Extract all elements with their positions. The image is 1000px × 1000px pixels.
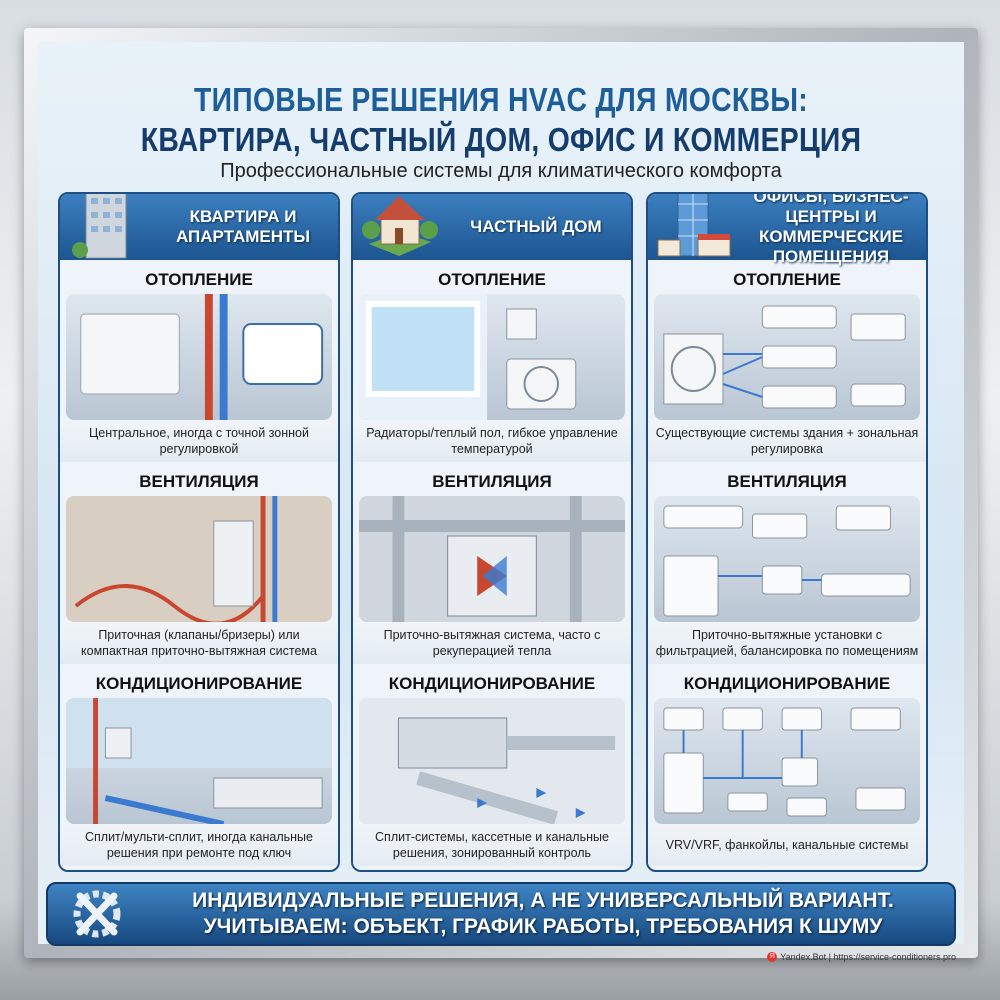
section-heading-ventilation: ВЕНТИЛЯЦИЯ [139,472,259,491]
section-caption: Приточно-вытяжная система, часто с рекуп… [353,622,631,664]
section-caption: Центральное, иногда с точной зонной регу… [60,420,338,462]
office-building-icon [657,194,731,257]
yandex-logo-icon: Я [767,952,778,962]
column-header: КВАРТИРА И АПАРТАМЕНТЫ [60,194,338,260]
title-line-2: КВАРТИРА, ЧАСТНЫЙ ДОМ, ОФИС И КОММЕРЦИЯ [140,121,862,158]
poster: ТИПОВЫЕ РЕШЕНИЯ HVAC ДЛЯ МОСКВЫ: КВАРТИР… [38,42,964,962]
section-heading-heating: ОТОПЛЕНИЕ [733,270,841,289]
apartment-building-icon [72,194,127,259]
column-title: ЧАСТНЫЙ ДОМ [470,217,602,236]
column-header: ОФИСЫ, БИЗНЕС-ЦЕНТРЫ И КОММЕРЧЕСКИЕ ПОМЕ… [648,194,926,266]
summary-banner: ИНДИВИДУАЛЬНЫЕ РЕШЕНИЯ, А НЕ УНИВЕРСАЛЬН… [46,882,956,946]
section-heading-ventilation: ВЕНТИЛЯЦИЯ [432,472,552,491]
column-title: ОФИСЫ, БИЗНЕС-ЦЕНТРЫ И КОММЕРЧЕСКИЕ ПОМЕ… [753,192,909,266]
column-title: КВАРТИРА И АПАРТАМЕНТЫ [175,207,311,246]
section-heading-air-conditioning: КОНДИЦИОНИРОВАНИЕ [95,674,303,693]
banner-line-1: ИНДИВИДУАЛЬНЫЕ РЕШЕНИЯ, А НЕ УНИВЕРСАЛЬН… [192,889,894,912]
ventilation-illustration [359,496,625,622]
banner-line-2: УЧИТЫВАЕМ: ОБЪЕКТ, ГРАФИК РАБОТЫ, ТРЕБОВ… [203,915,883,938]
section-caption: Приточная (клапаны/бризеры) или компактн… [60,622,338,664]
section-caption: Приточно-вытяжные установки с фильтрацие… [648,622,926,664]
title-line-1: ТИПОВЫЕ РЕШЕНИЯ HVAC ДЛЯ МОСКВЫ: [194,81,808,118]
air-conditioning-illustration [654,698,920,824]
section-caption: Радиаторы/теплый пол, гибкое управление … [353,420,631,462]
column-2: ЧАСТНЫЙ ДОМ ОТОПЛЕНИЕ Радиаторы/теплый п… [351,192,633,872]
air-conditioning-illustration [66,698,332,824]
credit: Я Yandex.Bot | https://service-condition… [767,952,956,962]
section-heading-air-conditioning: КОНДИЦИОНИРОВАНИЕ [388,674,596,693]
wrench-gear-icon [73,890,121,938]
poster-title: ТИПОВЫЕ РЕШЕНИЯ HVAC ДЛЯ МОСКВЫ: КВАРТИР… [103,80,899,160]
air-conditioning-illustration [359,698,625,824]
section-heading-heating: ОТОПЛЕНИЕ [145,270,253,289]
column-1: КВАРТИРА И АПАРТАМЕНТЫ ОТОПЛЕНИЕ Централ… [58,192,340,872]
column-header: ЧАСТНЫЙ ДОМ [353,194,631,260]
ventilation-illustration [66,496,332,622]
section-heading-ventilation: ВЕНТИЛЯЦИЯ [727,472,847,491]
heating-illustration [359,294,625,420]
ventilation-illustration [654,496,920,622]
heating-illustration [66,294,332,420]
subtitle: Профессиональные системы для климатическ… [220,160,782,182]
heating-illustration [654,294,920,420]
house-icon [362,196,438,256]
section-caption: Сплит-системы, кассетные и канальные реш… [353,824,631,866]
poster-frame: ТИПОВЫЕ РЕШЕНИЯ HVAC ДЛЯ МОСКВЫ: КВАРТИР… [24,28,978,962]
section-caption: Существующие системы здания + зональная … [648,420,926,462]
section-heading-air-conditioning: КОНДИЦИОНИРОВАНИЕ [683,674,891,693]
credit-text: Yandex.Bot | https://service-conditioner… [780,952,956,962]
section-caption: VRV/VRF, фанкойлы, канальные системы [648,824,926,866]
column-3: ОФИСЫ, БИЗНЕС-ЦЕНТРЫ И КОММЕРЧЕСКИЕ ПОМЕ… [646,192,928,872]
section-heading-heating: ОТОПЛЕНИЕ [438,270,546,289]
section-caption: Сплит/мульти-сплит, иногда канальные реш… [60,824,338,866]
